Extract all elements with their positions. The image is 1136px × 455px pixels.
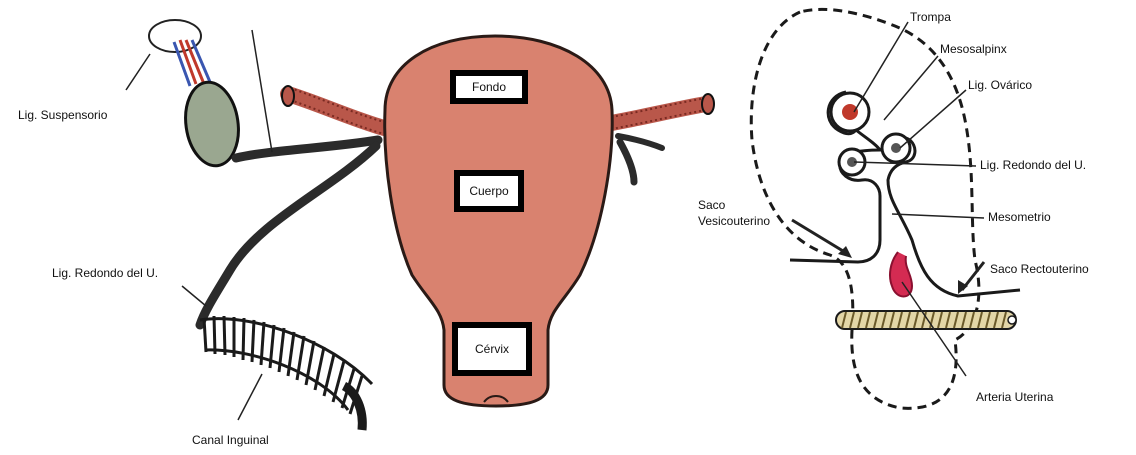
round-ligament bbox=[200, 146, 376, 325]
right-fimbria bbox=[702, 94, 714, 114]
peritoneum-dashed-outline bbox=[751, 9, 979, 408]
left-fimbria bbox=[282, 86, 294, 106]
ovarian-ligament bbox=[236, 140, 378, 158]
left-fallopian-tube bbox=[288, 94, 384, 128]
pointer-redondo bbox=[182, 286, 206, 306]
pointer-suspensorio bbox=[126, 54, 150, 90]
label-saco-vesico-line2: Vesicouterino bbox=[698, 214, 770, 228]
pointer-lig-ovarico bbox=[900, 90, 966, 148]
pointer-vertical bbox=[252, 30, 272, 152]
pointer-lig-redondo bbox=[854, 162, 976, 166]
right-ligament-stub bbox=[620, 142, 634, 182]
pointer-saco-vesico bbox=[792, 220, 848, 254]
label-arteria-uterina: Arteria Uterina bbox=[976, 390, 1053, 404]
label-canal-inguinal: Canal Inguinal bbox=[192, 433, 269, 447]
trompa-lumen bbox=[842, 104, 858, 120]
region-cuerpo: Cuerpo bbox=[454, 170, 524, 212]
pointer-canal bbox=[238, 374, 262, 420]
pointer-mesometrio bbox=[892, 214, 984, 218]
label-lig-suspensorio: Lig. Suspensorio bbox=[18, 108, 107, 122]
label-mesometrio: Mesometrio bbox=[988, 210, 1051, 224]
label-mesosalpinx: Mesosalpinx bbox=[940, 42, 1007, 56]
label-saco-vesico-line1: Saco bbox=[698, 198, 725, 212]
region-cervix: Cérvix bbox=[452, 322, 532, 376]
region-fondo: Fondo bbox=[450, 70, 528, 104]
label-saco-rectouterino: Saco Rectouterino bbox=[990, 262, 1089, 276]
label-lig-ovarico: Lig. Ovárico bbox=[968, 78, 1032, 92]
uterine-artery bbox=[890, 252, 912, 297]
inguinal-canal bbox=[200, 316, 372, 430]
pointer-trompa bbox=[854, 22, 908, 112]
pointer-mesosalpinx bbox=[884, 56, 938, 120]
label-lig-redondo-left: Lig. Redondo del U. bbox=[52, 266, 158, 280]
lig-ovarico-core bbox=[891, 143, 901, 153]
label-lig-redondo-right: Lig. Redondo del U. bbox=[980, 158, 1086, 172]
label-trompa: Trompa bbox=[910, 10, 951, 24]
